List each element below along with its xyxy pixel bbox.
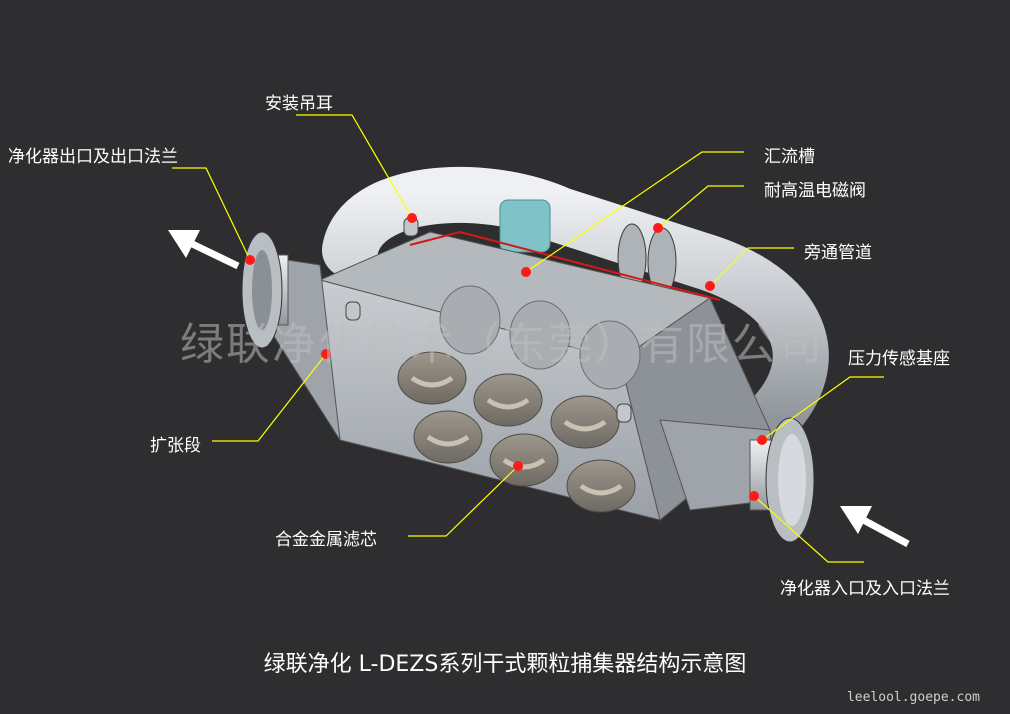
- inlet-arrow-icon: [840, 506, 910, 548]
- label-pressure-base: 压力传感基座: [848, 349, 950, 369]
- site-watermark: leelool.goepe.com: [846, 690, 980, 705]
- lifting-lugs: [345, 217, 632, 423]
- manifold-coupling: [499, 199, 551, 253]
- label-filter-core: 合金金属滤芯: [275, 530, 377, 550]
- access-doors: [397, 351, 636, 513]
- leader-lines: [172, 114, 884, 563]
- door-handles: [410, 375, 623, 496]
- filter-cartridges: [439, 285, 641, 390]
- manifold-edge: [409, 230, 721, 301]
- outlet-arrow-icon: [168, 230, 240, 270]
- diagram-caption: 绿联净化 L-DEZS系列干式颗粒捕集器结构示意图: [263, 652, 747, 677]
- label-outlet: 净化器出口及出口法兰: [8, 147, 178, 167]
- label-bypass-pipe: 旁通管道: [804, 243, 872, 263]
- label-inlet: 净化器入口及入口法兰: [780, 579, 950, 599]
- label-solenoid-valve: 耐高温电磁阀: [764, 181, 866, 201]
- watermark: 绿联净化技术（东莞）有限公司: [180, 319, 824, 370]
- marker-dots: [245, 213, 767, 501]
- label-expansion: 扩张段: [150, 436, 201, 456]
- label-lifting-lug: 安装吊耳: [265, 94, 333, 114]
- label-manifold: 汇流槽: [764, 147, 815, 167]
